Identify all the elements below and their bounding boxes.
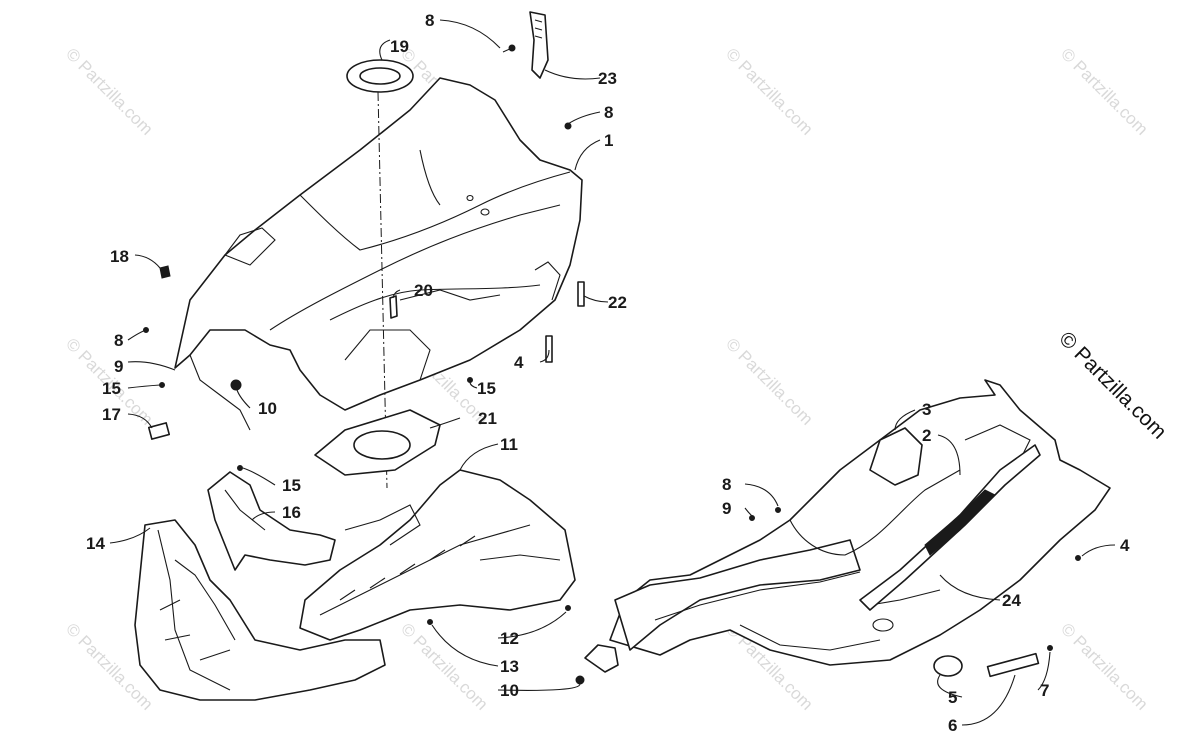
callout-5: 5 <box>948 688 957 707</box>
callout-10: 10 <box>500 681 519 700</box>
callout-2: 2 <box>922 426 931 445</box>
right-hardware <box>575 507 1081 685</box>
part-7-screw <box>1047 645 1053 651</box>
callout-12: 12 <box>500 629 519 648</box>
callout-15: 15 <box>282 476 301 495</box>
part-19-grommet <box>346 59 414 93</box>
part-6-reflector <box>986 652 1040 678</box>
callout-15: 15 <box>477 379 496 398</box>
bracket <box>584 644 619 673</box>
callout-10: 10 <box>258 399 277 418</box>
callout-20: 20 <box>414 281 433 300</box>
callout-15: 15 <box>102 379 121 398</box>
callout-7: 7 <box>1040 681 1049 700</box>
callout-1: 1 <box>604 131 613 150</box>
callout-9: 9 <box>114 357 123 376</box>
watermark-text: © Partzilla.com <box>722 44 816 138</box>
watermark-text: © Partzilla.com <box>1057 44 1151 138</box>
part-4-rivet <box>1075 555 1081 561</box>
part-22-rivet <box>577 281 585 307</box>
side-watermark: © Partzilla.com <box>1054 327 1170 443</box>
callout-18: 18 <box>110 247 129 266</box>
callout-24: 24 <box>1002 591 1021 610</box>
part-5-plug <box>933 655 963 677</box>
watermark-text: © Partzilla.com <box>397 619 491 713</box>
callout-14: 14 <box>86 534 105 553</box>
callout-13: 13 <box>500 657 519 676</box>
watermark-text: © Partzilla.com <box>722 334 816 428</box>
part-13-screw <box>427 619 433 625</box>
callout-8: 8 <box>604 103 613 122</box>
callout-23: 23 <box>598 69 617 88</box>
part-8-screw <box>775 507 781 513</box>
part-3-decal <box>869 427 923 486</box>
part-15-screw <box>159 382 165 388</box>
part-12-screw <box>565 605 571 611</box>
part-14-front-bumper <box>134 519 386 701</box>
watermark-text: © Partzilla.com <box>62 44 156 138</box>
callout-8: 8 <box>722 475 731 494</box>
part-2-side-panel <box>609 379 1111 666</box>
callout-4: 4 <box>514 353 524 372</box>
callout-3: 3 <box>922 400 931 419</box>
part-24-decal <box>859 444 1041 611</box>
part-11-lower-belly-pan <box>299 469 576 641</box>
callout-19: 19 <box>390 37 409 56</box>
callout-22: 22 <box>608 293 627 312</box>
part-8-screw <box>564 122 572 130</box>
callout-4: 4 <box>1120 536 1130 555</box>
callout-17: 17 <box>102 405 121 424</box>
callout-9: 9 <box>722 499 731 518</box>
part-4-rivet <box>545 335 553 363</box>
callout-6: 6 <box>948 716 957 735</box>
part-10-nut <box>230 379 242 391</box>
part-17-clip <box>147 422 171 440</box>
part-15-screw <box>467 377 473 383</box>
callout-8: 8 <box>114 331 123 350</box>
callout-8: 8 <box>425 11 434 30</box>
part-9-washer <box>749 515 755 521</box>
part-23-strap <box>529 11 549 79</box>
leader-lines <box>109 19 1116 726</box>
part-21-plate <box>314 409 441 476</box>
part-16-deflector <box>207 471 336 571</box>
left-hardware <box>143 44 585 625</box>
callout-11: 11 <box>500 435 518 454</box>
watermark-text: © Partzilla.com <box>1057 619 1151 713</box>
part-20-fastener <box>389 295 398 319</box>
callout-labels: 8 19 23 8 1 18 20 22 8 9 4 15 15 10 17 2… <box>86 11 1130 735</box>
callout-16: 16 <box>282 503 301 522</box>
part-1-side-panel <box>174 77 583 431</box>
part-10-nut <box>575 675 585 685</box>
part-18-clip <box>159 265 171 279</box>
callout-21: 21 <box>478 409 497 428</box>
part-15-screw <box>237 465 243 471</box>
